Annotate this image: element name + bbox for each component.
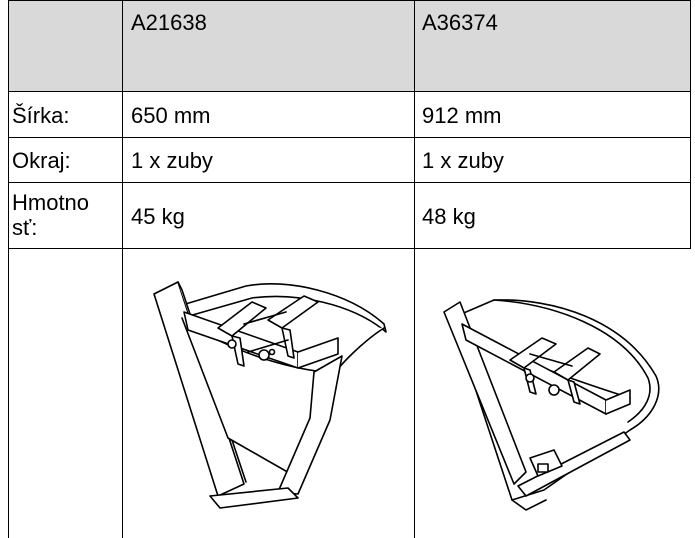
bucket-a36374-drawing [443, 299, 660, 511]
row-divider [8, 248, 691, 249]
spec-table: A21638 A36374 Šírka: 650 mm 912 mm Okraj… [8, 0, 691, 538]
weight-col2: 48 kg [422, 204, 476, 229]
row-divider [8, 137, 691, 138]
table-border-right [690, 0, 691, 248]
weight-col1: 45 kg [131, 204, 185, 229]
table-border-top [8, 0, 691, 1]
column-divider [414, 0, 415, 538]
row-label-width: Šírka: [12, 103, 70, 128]
bucket-a21638-drawing [153, 281, 387, 509]
width-col2: 912 mm [422, 103, 502, 128]
header-col1: A21638 [131, 10, 207, 35]
row-divider [8, 182, 691, 183]
edge-col2: 1 x zuby [422, 148, 504, 173]
edge-col1: 1 x zuby [131, 148, 213, 173]
column-divider [122, 0, 123, 538]
width-col1: 650 mm [131, 103, 211, 128]
row-label-weight-line1: Hmotno [12, 190, 90, 215]
table-border-left [8, 0, 9, 538]
header-row-background [9, 1, 690, 91]
row-label-weight-line2: sť: [12, 215, 38, 240]
row-label-edge: Okraj: [12, 148, 71, 173]
header-col2: A36374 [422, 10, 498, 35]
row-divider [8, 91, 691, 92]
